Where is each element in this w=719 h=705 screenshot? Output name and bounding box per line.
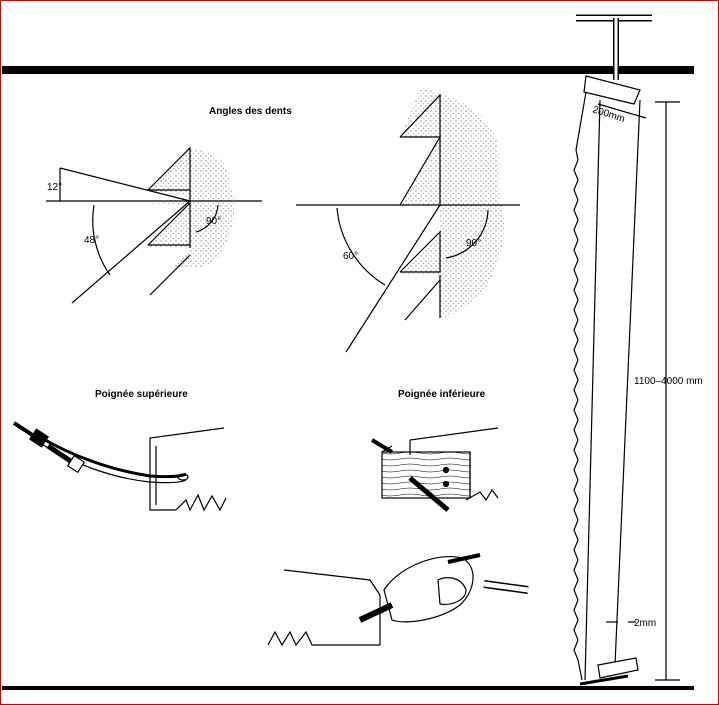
thickness-dimension-label: 2mm <box>634 618 656 629</box>
angle-90-label-left: 90° <box>206 216 221 227</box>
lower-handle-drawing-1 <box>370 427 499 512</box>
upper-handle-title: Poignée supérieure <box>95 389 188 400</box>
angle-90-label-right: 90° <box>466 238 481 249</box>
angle-48-label: 48° <box>84 235 99 246</box>
teeth-angles-title: Angles des dents <box>209 106 292 117</box>
teeth-angle-diagram-right <box>296 88 520 353</box>
upper-handle-drawing <box>12 421 227 512</box>
lower-handle-drawing-2 <box>267 553 529 647</box>
teeth-angle-diagram-left <box>46 146 262 304</box>
length-dimension-label: 1100–4000 mm <box>634 376 703 387</box>
bottom-bar <box>2 686 694 690</box>
top-bar <box>2 66 694 74</box>
angle-60-label: 60° <box>343 251 358 262</box>
stipple-right <box>400 88 505 318</box>
lower-handle-title: Poignée inférieure <box>398 389 486 400</box>
stipple-left <box>148 148 235 268</box>
angle-12-label: 12° <box>47 182 62 193</box>
long-saw-drawing <box>573 14 680 686</box>
